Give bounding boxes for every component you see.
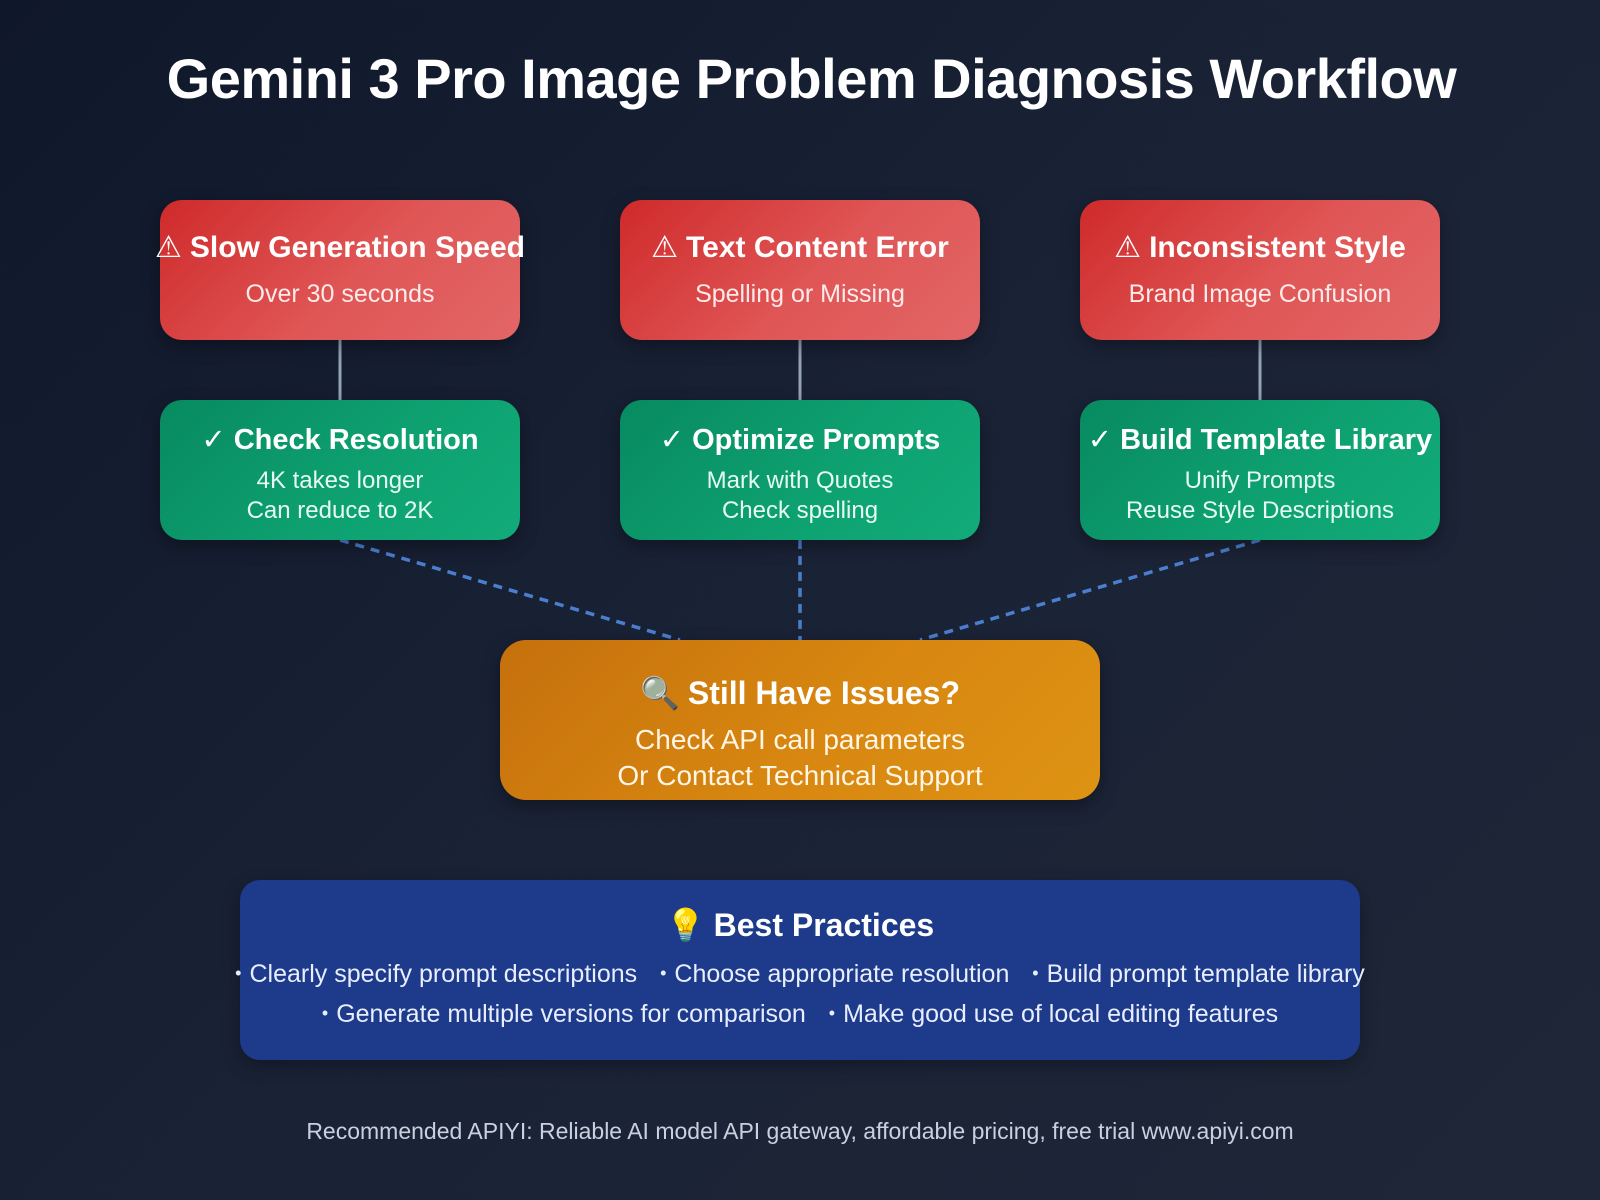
warning-icon: ⚠	[1114, 231, 1142, 264]
page-title: Gemini 3 Pro Image Problem Diagnosis Wor…	[166, 47, 1457, 110]
problem-box-text-error: ⚠Text Content Error Spelling or Missing	[620, 200, 980, 340]
checkmark-icon: ✓	[201, 424, 226, 456]
problem-title: ⚠Inconsistent Style	[1114, 231, 1406, 264]
escalation-box: 🔍Still Have Issues? Check API call param…	[500, 640, 1100, 800]
problem-box-slow-generation: ⚠Slow Generation Speed Over 30 seconds	[155, 200, 525, 340]
escalation-title: 🔍Still Have Issues?	[640, 675, 960, 711]
problem-title: ⚠Text Content Error	[651, 231, 949, 264]
solution-title: ✓Check Resolution	[201, 424, 479, 456]
footer-recommendation: Recommended APIYI: Reliable AI model API…	[306, 1118, 1294, 1144]
problem-detail: Spelling or Missing	[695, 280, 905, 308]
best-practice-item: •Make good use of local editing features	[828, 1000, 1279, 1028]
connector-dashed-3	[919, 538, 1261, 642]
checkmark-icon: ✓	[659, 424, 685, 456]
problem-detail: Over 30 seconds	[245, 280, 435, 308]
magnifier-icon: 🔍	[640, 675, 680, 711]
best-practices-row: •Generate multiple versions for comparis…	[180, 1000, 1420, 1029]
problem-box-inconsistent-style: ⚠Inconsistent Style Brand Image Confusio…	[1080, 200, 1440, 340]
warning-icon: ⚠	[651, 231, 679, 264]
warning-icon: ⚠	[155, 231, 182, 264]
checkmark-icon: ✓	[1087, 424, 1113, 456]
solution-title: ✓Optimize Prompts	[659, 424, 941, 456]
best-practice-item: •Choose appropriate resolution	[660, 960, 1010, 988]
best-practice-item: •Generate multiple versions for comparis…	[321, 1000, 806, 1028]
best-practice-item: •Clearly specify prompt descriptions	[235, 960, 638, 988]
best-practices-title: 💡Best Practices	[665, 907, 935, 943]
solution-title: ✓Build Template Library	[1087, 424, 1433, 456]
connector-dashed-1	[339, 538, 681, 642]
best-practices-row: •Clearly specify prompt descriptions •Ch…	[180, 960, 1420, 989]
problem-detail: Brand Image Confusion	[1128, 280, 1392, 308]
best-practice-item: •Build prompt template library	[1032, 960, 1365, 988]
best-practices-panel: 💡Best Practices •Clearly specify prompt …	[235, 880, 1365, 1060]
lightbulb-icon: 💡	[665, 907, 706, 943]
problem-title: ⚠Slow Generation Speed	[155, 231, 525, 264]
